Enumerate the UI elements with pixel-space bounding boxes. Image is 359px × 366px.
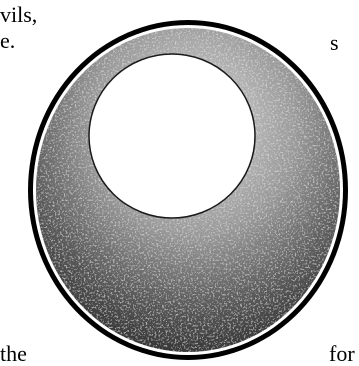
ring-illustration [26,18,350,362]
ring-body [36,28,340,352]
text-fragment-bottom-left: the [0,343,27,365]
text-fragment-top-left-2: e. [0,30,15,52]
ring-svg [26,18,350,362]
